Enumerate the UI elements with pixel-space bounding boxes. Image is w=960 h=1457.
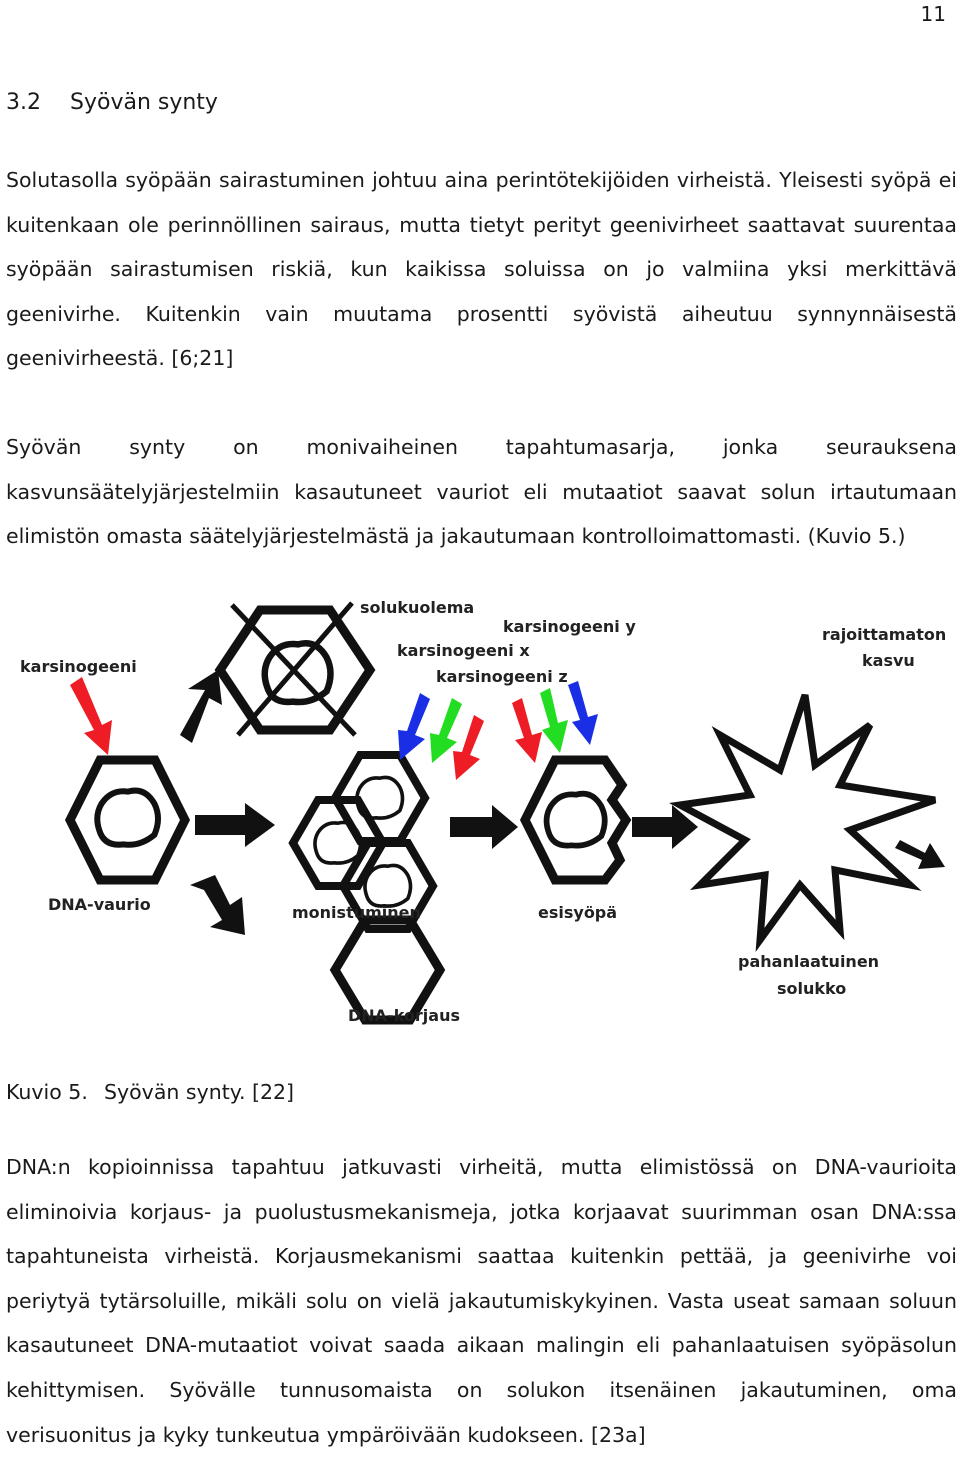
section-heading: 3.2 Syövän synty [6, 90, 218, 115]
label-monistuminen: monistuminen [292, 903, 421, 922]
dead-cell-hexagon [214, 601, 376, 737]
paragraph-3: DNA:n kopioinnissa tapahtuu jatkuvasti v… [6, 1155, 957, 1447]
cancer-development-figure: karsinogeeni solukuolema karsinogeeni y … [20, 598, 946, 1025]
red-arrow-z [512, 698, 542, 763]
repaired-cell-hexagon [329, 915, 446, 1025]
caption-text: Syövän synty. [22] [104, 1080, 295, 1104]
red-arrow-x [453, 715, 484, 780]
arrow-to-precancer [450, 805, 518, 849]
arrow-to-repair [190, 875, 245, 935]
damaged-cell-hexagon [64, 755, 191, 885]
blue-arrow-z [568, 681, 598, 745]
malignant-starburst [668, 693, 937, 953]
section-title: Syövän synty [70, 90, 218, 115]
label-solukuolema: solukuolema [360, 598, 474, 617]
green-arrow-x [430, 698, 462, 763]
page-number: 11 [920, 2, 946, 26]
paragraph-2: Syövän synty on monivaiheinen tapahtumas… [6, 435, 957, 549]
label-dna-vaurio: DNA-vaurio [48, 895, 151, 914]
blue-arrow-x [398, 693, 430, 760]
label-esisyopa: esisyöpä [538, 903, 617, 922]
label-pahanlaatuinen: pahanlaatuinen [738, 952, 879, 971]
label-karsinogeeni: karsinogeeni [20, 657, 137, 676]
label-rajoittamaton: rajoittamaton [822, 625, 946, 644]
caption-label: Kuvio 5. [6, 1080, 88, 1104]
label-kasvu: kasvu [862, 651, 915, 670]
carcinogen-arrows [70, 677, 598, 780]
paragraph-1: Solutasolla syöpään sairastuminen johtuu… [6, 168, 957, 371]
label-karsinogeeni-y: karsinogeeni y [503, 617, 636, 636]
label-dna-korjaus: DNA-korjaus [348, 1006, 460, 1025]
label-karsinogeeni-x: karsinogeeni x [397, 641, 530, 660]
arrow-out-right [895, 840, 945, 869]
green-arrow-z [540, 688, 568, 753]
arrow-to-death [180, 670, 222, 743]
arrow-to-multiply [195, 803, 275, 847]
label-karsinogeeni-z: karsinogeeni z [436, 667, 568, 686]
label-solukko: solukko [777, 979, 846, 998]
precancer-cell [519, 755, 632, 885]
black-arrows [180, 670, 945, 935]
section-number: 3.2 [6, 90, 41, 115]
figure-caption: Kuvio 5. Syövän synty. [22] [6, 1080, 294, 1104]
red-arrow-1 [70, 677, 112, 755]
arrow-to-malignant [632, 805, 698, 849]
